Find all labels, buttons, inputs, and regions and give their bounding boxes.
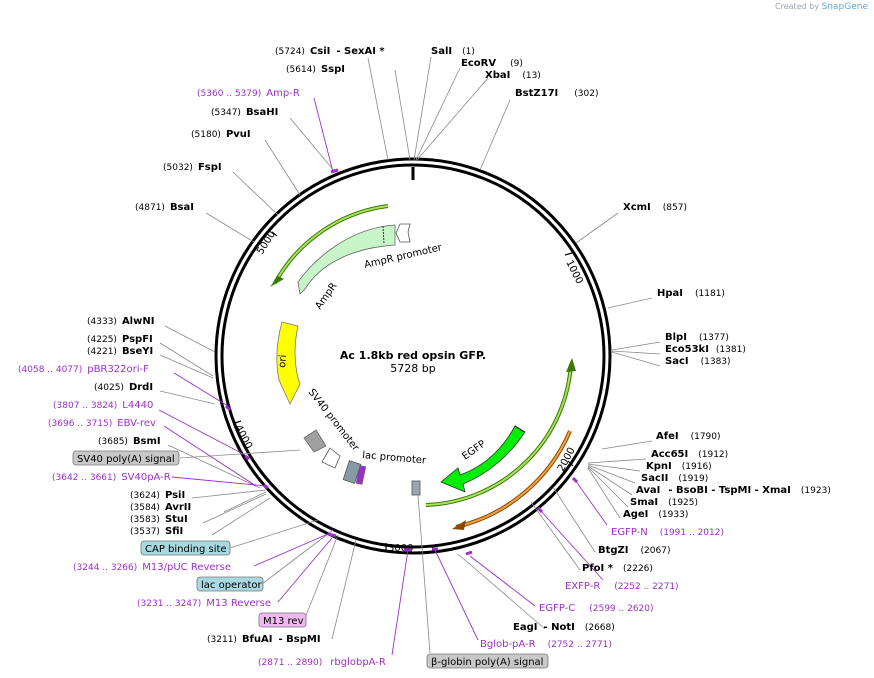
site-label: (4333)AlwNI — [87, 316, 154, 327]
site-label: (5347)BsaHI — [211, 107, 278, 118]
site-label: (3685)BsmI — [98, 436, 161, 447]
primer-label: (3696 .. 3715)EBV-rev — [48, 418, 156, 429]
site-label: Eco53kI(1381) — [665, 344, 746, 355]
primer-label: (3231 .. 3247)M13 Reverse — [137, 598, 271, 609]
site-leader-lines — [159, 56, 661, 640]
cap-binding-site-label: CAP binding site — [145, 544, 227, 555]
site-label: (4025)DrdI — [94, 382, 153, 393]
lac-promoter-label: lac promoter — [362, 450, 428, 467]
site-label: SacII(1919) — [641, 473, 708, 484]
site-label: BtgZI(2067) — [598, 545, 670, 556]
m13-rev-label: M13 rev — [263, 616, 304, 627]
primer-leader-lines — [158, 97, 608, 656]
ampr-label: AmpR — [313, 281, 339, 312]
site-label: AfeI(1790) — [656, 431, 721, 442]
sv40-polyA-label: SV40 poly(A) signal — [77, 454, 175, 465]
snapgene-logo: SnapGene — [821, 2, 868, 12]
site-label: AvaI- BsoBI - TspMI - XmaI(1923) — [636, 485, 831, 496]
sv40-promoter-arrow — [321, 447, 341, 469]
site-label: (4225)PspFI — [87, 334, 153, 345]
site-label: HpaI(1181) — [657, 288, 725, 299]
primer-label: (4058 .. 4077)pBR322ori-F — [18, 364, 149, 375]
site-label: SmaI(1925) — [630, 497, 698, 508]
plasmid-backbone — [214, 157, 612, 555]
feature-leader-lines — [179, 449, 431, 654]
map-feature-shapes — [276, 223, 526, 496]
created-by-label: Created by — [775, 2, 820, 11]
sv40-polyA-shape — [303, 429, 327, 453]
primer-label: (5360 .. 5379)Amp-R — [197, 88, 300, 99]
site-label: (5614)SspI — [286, 64, 345, 75]
site-label: (5724)CsiI- SexAI * — [275, 46, 385, 57]
site-label: (3537)SfiI — [130, 526, 183, 537]
ampr-promoter-arrow — [395, 223, 411, 243]
site-label: (3583)StuI — [130, 514, 188, 525]
site-label: (3584)AvrII — [130, 502, 191, 513]
site-label: KpnI(1916) — [646, 461, 712, 472]
primer-label: Bglob-pA-R(2752 .. 2771) — [480, 639, 612, 650]
beta-globin-polyA-label: β-globin poly(A) signal — [431, 657, 543, 668]
lac-promoter-block — [342, 460, 362, 484]
plasmid-size: 5728 bp — [390, 362, 435, 375]
primer-label: (2871 .. 2890)rbglobpA-R — [258, 657, 386, 668]
site-label: (5032)FspI — [163, 162, 222, 173]
site-label: (5180)PvuI — [191, 129, 251, 140]
ori-label: ori — [277, 354, 289, 368]
lac-operator-block — [355, 465, 367, 485]
plasmid-name: Ac 1.8kb red opsin GFP. — [340, 349, 486, 362]
beta-globin-block — [411, 480, 421, 496]
site-label: SalI(1) — [431, 46, 475, 57]
site-label: XcmI(857) — [623, 202, 687, 213]
site-label: (4221)BseYI — [87, 346, 153, 357]
tick-3000: 3000 — [388, 543, 413, 554]
site-label: SacI(1383) — [665, 356, 731, 367]
tick-4000: 4000 — [232, 423, 254, 451]
site-label: (3624)PsiI — [130, 490, 185, 501]
primer-label: EXFP-R(2252 .. 2271) — [565, 581, 679, 592]
site-label: (4871)BsaI — [135, 202, 194, 213]
ampr-feature — [297, 224, 396, 295]
orf-arcs — [270, 204, 576, 530]
site-label: Acc65I(1912) — [651, 449, 728, 460]
site-label: XbaI(13) — [485, 70, 541, 81]
site-label: EcoRV(9) — [461, 58, 523, 69]
site-label: BstZ17I(302) — [515, 88, 598, 99]
primer-label: (3642 .. 3661)SV40pA-R — [52, 472, 171, 483]
ori-feature — [276, 321, 301, 405]
primer-labels: (5360 .. 5379)Amp-R (4058 .. 4077)pBR322… — [18, 88, 724, 668]
site-label: AgeI(1933) — [623, 509, 688, 520]
primer-label: (3807 .. 3824)L4440 — [53, 400, 153, 411]
site-label: PfoI *(2226) — [582, 563, 653, 574]
site-label: (3211)BfuAI- BspMI — [207, 634, 321, 645]
egfp-feature — [440, 425, 526, 493]
primer-label: (3244 .. 3266)M13/pUC Reverse — [73, 562, 231, 573]
boxed-feature-labels: SV40 poly(A) signal CAP binding site lac… — [72, 450, 549, 669]
egfp-label: EGFP — [460, 439, 487, 463]
lac-operator-label: lac operator — [201, 580, 262, 591]
restriction-site-labels: (5724)CsiI- SexAI * (5614)SspI SalI(1) E… — [87, 46, 831, 645]
tick-1000: 1000 — [563, 258, 584, 286]
snapgene-branding: Created by SnapGene — [775, 2, 868, 12]
site-label: EagI- NotI(2668) — [513, 622, 615, 633]
primer-label: EGFP-N(1991 .. 2012) — [611, 527, 724, 538]
site-label: BlpI(1377) — [665, 332, 729, 343]
primer-label: EGFP-C(2599 .. 2620) — [539, 603, 654, 614]
